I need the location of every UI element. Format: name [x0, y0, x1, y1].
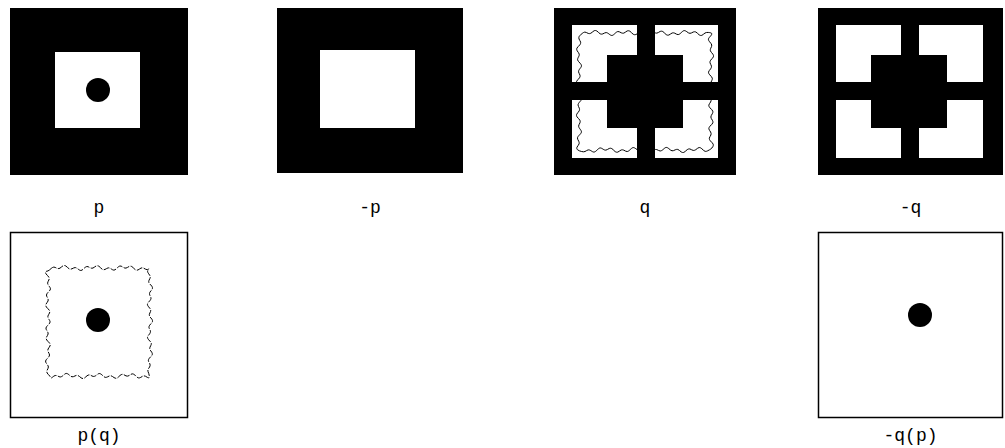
wavy-contour: [576, 30, 713, 152]
panel-caption: -q(p): [881, 426, 939, 446]
figure-panel: p(q): [10, 232, 188, 446]
wavy-line: [45, 265, 152, 378]
panel-caption: -p: [357, 198, 383, 218]
black-center: [607, 55, 683, 128]
black-ground: [277, 8, 463, 173]
figure-panel: -q(p): [818, 232, 1003, 446]
panel-caption: p: [92, 198, 107, 218]
white-window: [55, 52, 140, 128]
panel-caption: q: [638, 198, 653, 218]
panel-caption: p(q): [75, 426, 122, 446]
black-frame: [818, 8, 1003, 175]
panel-caption: -q: [898, 198, 924, 218]
white-window: [320, 50, 415, 128]
panel-q-figure: [554, 8, 736, 175]
wavy-line: [576, 30, 713, 152]
black-dot: [908, 303, 932, 327]
figure-panel: q: [554, 8, 736, 218]
panel-p-of-q-figure: [11, 233, 188, 418]
figure-panel: p: [10, 8, 188, 218]
black-frame: [554, 8, 736, 175]
panel-not-p-figure: [277, 8, 463, 173]
panel-not-q-of-p-figure: [819, 233, 1003, 418]
outline-frame: [11, 233, 188, 418]
panel-p-figure: [10, 8, 188, 175]
panel-not-q-figure: [818, 8, 1003, 175]
black-center: [871, 55, 947, 128]
black-dot: [86, 78, 110, 102]
figure-panel: -p: [277, 8, 463, 218]
black-ground: [10, 8, 188, 175]
wavy-contour: [45, 265, 152, 378]
black-dot: [86, 308, 110, 332]
figure-panel: -q: [818, 8, 1003, 218]
outline-frame: [819, 233, 1003, 418]
